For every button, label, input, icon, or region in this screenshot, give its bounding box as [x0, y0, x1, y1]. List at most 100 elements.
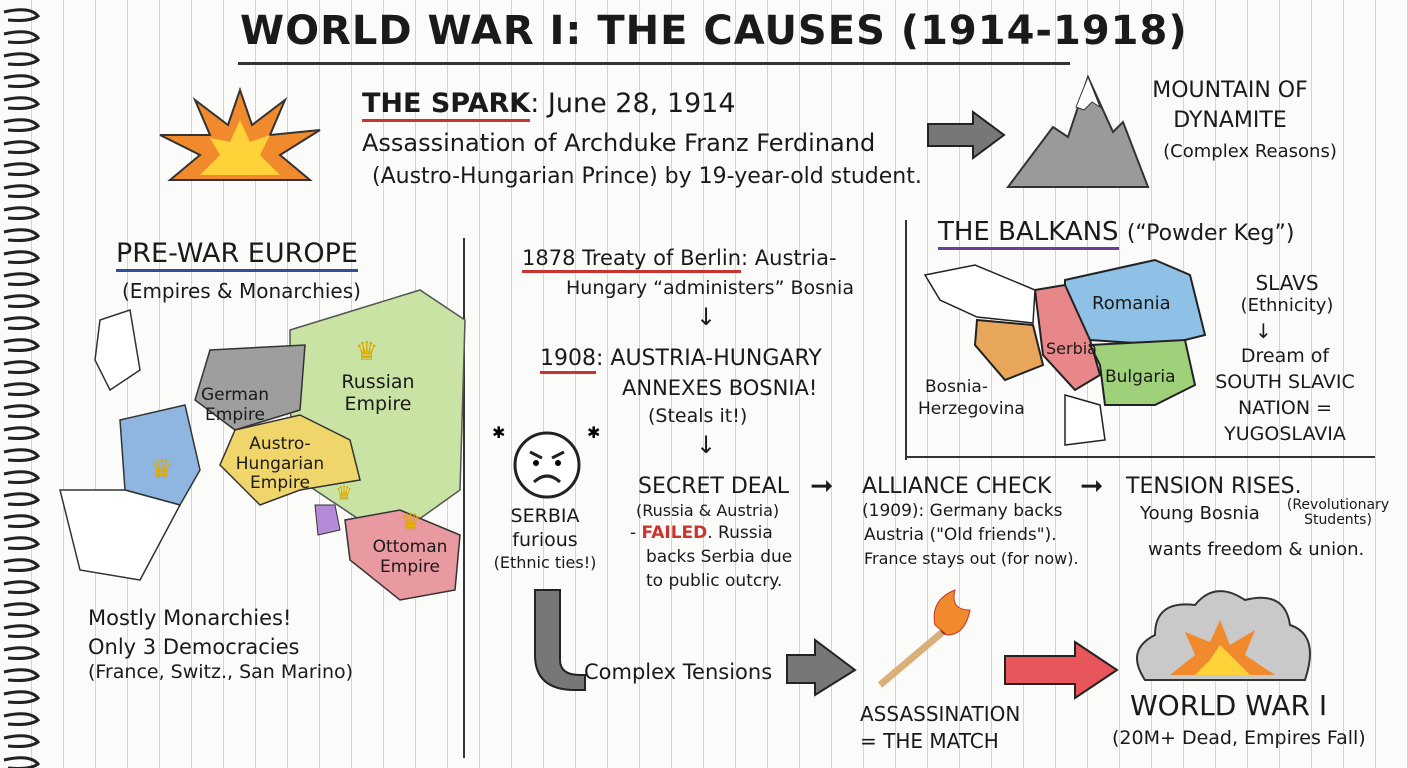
spiral-ring — [3, 184, 41, 198]
spiral-ring — [3, 30, 41, 44]
region-romania: Romania — [1092, 293, 1171, 314]
ww1-heading: WORLD WAR I — [1130, 689, 1328, 722]
spiral-ring — [3, 712, 41, 726]
spiral-ring — [3, 250, 41, 264]
arrow-down-icon: ↓ — [1255, 319, 1272, 343]
tension-line1: Young Bosnia — [1140, 503, 1260, 524]
page-title: WORLD WAR I: THE CAUSES (1914-1918) — [240, 8, 1188, 54]
spiral-ring — [3, 734, 41, 748]
spiral-ring — [3, 294, 41, 308]
spiral-ring — [3, 52, 41, 66]
annex-line2: ANNEXES BOSNIA! — [622, 376, 818, 400]
divider-balkans-bottom — [905, 456, 1375, 458]
spiral-ring — [3, 580, 41, 594]
bosnia-line2: Herzegovina — [918, 399, 1025, 419]
spiral-ring — [3, 140, 41, 154]
spiral-ring — [3, 118, 41, 132]
mountain-icon — [1006, 74, 1150, 188]
explosion-icon — [159, 86, 321, 181]
prewar-note1: Mostly Monarchies! — [88, 606, 292, 630]
spiral-ring — [3, 360, 41, 374]
spiral-ring — [3, 492, 41, 506]
svg-text:✱: ✱ — [587, 423, 600, 442]
dream-line1: Dream of — [1240, 345, 1330, 367]
spiral-ring — [3, 426, 41, 440]
ww1-sub: (20M+ Dead, Empires Fall) — [1112, 727, 1366, 749]
label-austro-hungarian-empire: Austro-Hungarian Empire — [235, 434, 325, 494]
dream-line2: SOUTH SLAVIC — [1215, 371, 1355, 393]
complex-tensions: Complex Tensions — [584, 660, 773, 684]
spiral-ring — [3, 74, 41, 88]
spiral-ring — [3, 756, 41, 768]
serbia-line3: (Ethnic ties!) — [493, 553, 597, 572]
arrow-right-icon — [927, 110, 1006, 160]
angry-face-icon: ✱✱ — [492, 423, 600, 499]
prewar-sub: (Empires & Monarchies) — [122, 279, 361, 303]
secret-heading: SECRET DEAL — [638, 474, 789, 499]
arrow-right-icon: ➞ — [810, 469, 834, 502]
secret-line1: (Russia & Austria) — [636, 501, 780, 520]
spiral-ring — [3, 690, 41, 704]
secret-line2: . Russia — [707, 523, 773, 543]
spiral-ring — [3, 470, 41, 484]
mountain-line2: DYNAMITE — [1173, 108, 1287, 133]
treaty-rest: : Austria- — [741, 246, 837, 270]
explosion-cloud-icon — [1136, 590, 1311, 681]
arrow-right-icon: ➞ — [1080, 469, 1104, 502]
crown-icon: ♛ — [400, 508, 422, 536]
slavs-line1: SLAVS — [1255, 271, 1319, 295]
crown-icon: ♛ — [355, 337, 378, 367]
red-arrow-icon — [1004, 640, 1119, 700]
spiral-ring — [3, 228, 41, 242]
curved-arrow-icon — [534, 589, 857, 697]
spiral-ring — [3, 668, 41, 682]
label-german-empire: German Empire — [200, 385, 270, 425]
spiral-ring — [3, 338, 41, 352]
bosnia-line1: Bosnia- — [925, 377, 988, 397]
divider-left — [463, 238, 465, 758]
tension-note: (Revolutionary Students) — [1286, 497, 1390, 529]
spiral-ring — [3, 272, 41, 286]
spark-date: : June 28, 1914 — [530, 88, 736, 119]
year-1908: 1908 — [540, 346, 596, 374]
divider-balkans-left — [905, 220, 907, 460]
region-bulgaria: Bulgaria — [1105, 367, 1176, 387]
spiral-ring — [3, 96, 41, 110]
dream-line3: NATION = — [1237, 397, 1333, 419]
match-icon — [877, 589, 971, 688]
secret-line4: to public outcry. — [646, 571, 783, 591]
spiral-ring — [3, 646, 41, 660]
spiral-ring — [3, 382, 41, 396]
annex-line1: : AUSTRIA-HUNGARY — [596, 346, 822, 371]
prewar-note3: (France, Switz., San Marino) — [88, 661, 354, 683]
spiral-ring — [3, 404, 41, 418]
spiral-ring — [3, 602, 41, 616]
spiral-ring — [3, 514, 41, 528]
prewar-note2: Only 3 Democracies — [88, 635, 300, 659]
alliance-line2: Austria ("Old friends"). — [864, 525, 1057, 545]
treaty-line2: Hungary “administers” Bosnia — [566, 277, 854, 299]
secret-failed: FAILED — [641, 523, 708, 543]
secret-line3: backs Serbia due — [646, 547, 793, 567]
match-line2: = THE MATCH — [860, 729, 999, 753]
spiral-ring — [3, 316, 41, 330]
prewar-heading: PRE-WAR EUROPE — [116, 238, 358, 273]
arrow-down-icon: ↓ — [696, 431, 717, 459]
svg-text:✱: ✱ — [492, 423, 505, 442]
spiral-ring — [3, 206, 41, 220]
spiral-ring — [3, 162, 41, 176]
spark-heading: THE SPARK — [362, 88, 531, 122]
spiral-ring — [3, 558, 41, 572]
spark-line2: (Austro-Hungarian Prince) by 19-year-old… — [372, 164, 922, 189]
spiral-binding — [3, 8, 41, 768]
balkans-sub: (“Powder Keg”) — [1126, 221, 1295, 246]
treaty-heading: 1878 Treaty of Berlin — [522, 246, 742, 273]
dream-line4: YUGOSLAVIA — [1224, 423, 1346, 445]
europe-map: ♛ ♛ ♛ ♛ — [59, 289, 466, 601]
crown-icon: ♛ — [335, 481, 353, 505]
spark-line1: Assassination of Archduke Franz Ferdinan… — [362, 129, 876, 157]
spiral-ring — [3, 8, 41, 22]
spiral-ring — [3, 536, 41, 550]
mountain-line3: (Complex Reasons) — [1163, 141, 1337, 162]
title-underline — [238, 62, 1070, 65]
